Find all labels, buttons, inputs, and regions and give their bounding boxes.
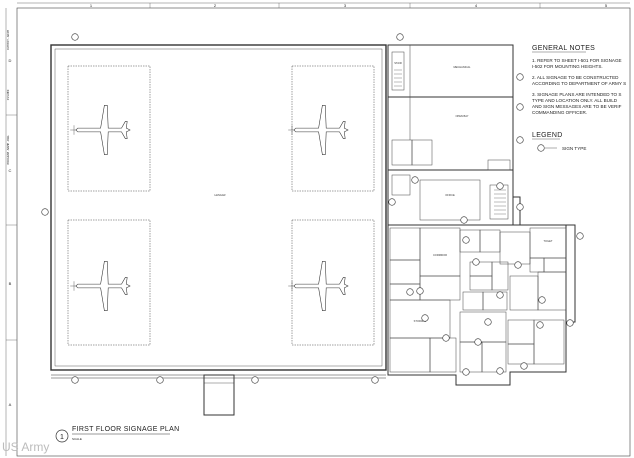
- plan-title: FIRST FLOOR SIGNAGE PLAN: [72, 426, 179, 433]
- sheet-frame: [5, 2, 631, 457]
- note-line: 3. SIGNAGE PLANS ARE INTENDED TO S: [532, 92, 621, 97]
- room-label-mechanical: MECHANICAL: [453, 65, 471, 69]
- row-marker-c: C: [9, 168, 12, 173]
- plan-number: 1: [60, 434, 64, 441]
- column-marker-3: 3: [344, 3, 347, 8]
- column-marker-4: 4: [475, 3, 478, 8]
- stair-treads: [394, 69, 506, 215]
- legend-title: LEGEND: [532, 132, 563, 139]
- side-text-3: PROGRAM.NAME.DWG: [6, 135, 10, 164]
- grid-markers: [6, 3, 541, 341]
- hangar-label: HANGAR: [214, 193, 225, 197]
- plan-scale: SCALE: [72, 437, 82, 441]
- note-line: TYPE AND LOCATION ONLY. ALL BUILD: [532, 98, 618, 103]
- side-text-1: OUTPUT.ANIM: [6, 30, 10, 50]
- aircraft-icon: [69, 261, 131, 311]
- room-label-toilet: TOILET: [543, 239, 552, 243]
- room-label-stair: STAIR: [394, 61, 402, 65]
- room-label-corridor: CORRIDOR: [433, 253, 447, 257]
- south-vestibule: [203, 374, 235, 416]
- room-label-open-bay: OPEN BAY: [455, 114, 468, 118]
- row-marker-a: A: [9, 402, 12, 407]
- sign-type-icon: [537, 144, 545, 152]
- aircraft-icon: [287, 261, 349, 311]
- note-line: ACCORDING TO DEPARTMENT OF ARMY S: [532, 81, 626, 86]
- column-marker-5: 5: [605, 3, 608, 8]
- sign-type-label: SIGN TYPE: [562, 146, 586, 151]
- note-line: 2. ALL SIGNAGE TO BE CONSTRUCTED: [532, 75, 619, 80]
- row-marker-b: B: [9, 281, 12, 286]
- sign-markers: [41, 33, 584, 384]
- general-notes-title: GENERAL NOTES: [532, 45, 595, 52]
- note-line: AND SIGN MESSAGES ARE TO BE VERIF: [532, 104, 622, 109]
- note-line: 1. REFER TO SHEET I-501 FOR SIGNAGE: [532, 58, 622, 63]
- watermark: US Army: [2, 440, 50, 454]
- column-marker-2: 2: [214, 3, 217, 8]
- hangar-shell: [50, 44, 387, 379]
- plan-number-bubble: [55, 429, 69, 443]
- aircraft-bays: [67, 65, 375, 346]
- note-line: I-502 FOR MOUNTING HEIGHTS.: [532, 64, 603, 69]
- room-label-office: OFFICE: [445, 193, 455, 197]
- row-marker-d: D: [9, 58, 12, 63]
- aircraft-icon: [287, 105, 349, 155]
- aircraft-icon: [69, 105, 131, 155]
- room-label-storage: STORAGE: [414, 319, 427, 323]
- column-marker-1: 1: [90, 3, 93, 8]
- note-line: COMMANDING OFFICER.: [532, 110, 587, 115]
- side-text-2: ISSUED: [6, 89, 10, 100]
